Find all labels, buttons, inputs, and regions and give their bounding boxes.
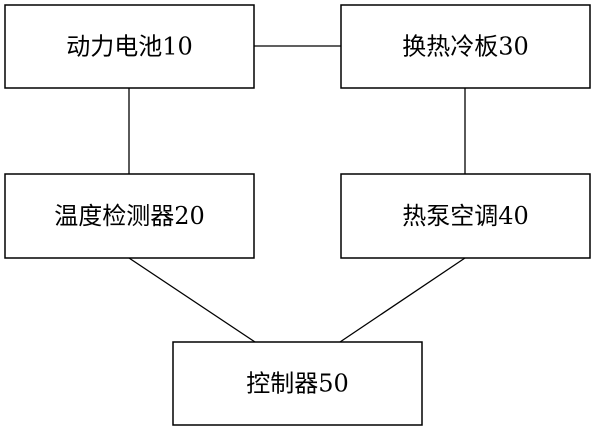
node-battery-label: 动力电池10 [66, 33, 193, 61]
node-controller-label: 控制器50 [246, 370, 349, 398]
node-battery: 动力电池10 [4, 4, 255, 89]
connector-temp-sensor-to-controller [128, 257, 256, 343]
node-heat-pump: 热泵空调40 [340, 173, 591, 259]
node-temp-sensor-label: 温度检测器20 [54, 202, 205, 230]
node-battery-box [4, 4, 255, 89]
node-heat-pump-box [340, 173, 591, 259]
node-controller-box [172, 341, 423, 426]
node-controller: 控制器50 [172, 341, 423, 426]
node-heat-pump-label: 热泵空调40 [402, 202, 529, 230]
node-temp-sensor-box [4, 173, 255, 259]
node-cold-plate-label: 换热冷板30 [402, 33, 529, 61]
connector-heat-pump-to-controller [339, 257, 466, 343]
node-temp-sensor: 温度检测器20 [4, 173, 255, 259]
node-cold-plate-box [340, 4, 591, 89]
node-cold-plate: 换热冷板30 [340, 4, 591, 89]
